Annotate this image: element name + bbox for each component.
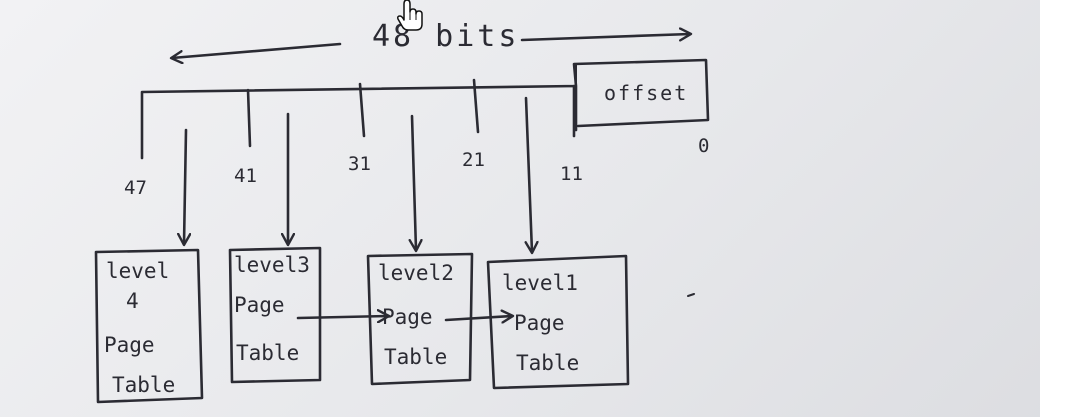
level3-page-table: level3 Page Table	[228, 246, 322, 384]
level3-line-3: Table	[236, 341, 299, 365]
level4-line-2: 4	[126, 289, 139, 313]
level1-line-3: Table	[516, 351, 579, 375]
width-label: 48 bits	[372, 19, 519, 54]
arrow-level2-to-level1	[444, 316, 512, 320]
width-arrow-right	[520, 34, 690, 40]
offset-label: offset	[604, 81, 688, 105]
bit-label-41: 41	[234, 165, 257, 187]
stray-mark	[687, 293, 695, 297]
bit-label-21: 21	[462, 149, 485, 171]
level1-line-1: level1	[502, 271, 578, 295]
level1-line-2: Page	[514, 311, 565, 335]
level2-line-3: Table	[384, 345, 447, 369]
level1-page-table: level1 Page Table	[486, 254, 630, 390]
level4-box	[94, 248, 204, 404]
level4-line-4: Table	[112, 373, 175, 397]
arrow-to-level2	[412, 114, 416, 250]
level3-line-2: Page	[234, 293, 285, 317]
register-outline	[140, 58, 710, 160]
index-arrows	[184, 96, 532, 252]
level4-line-1: level	[106, 259, 169, 283]
level2-line-1: level2	[378, 261, 454, 285]
arrow-to-level4	[184, 128, 186, 244]
chain-arrows	[296, 316, 512, 320]
hand-pointer-icon	[397, 0, 423, 31]
width-arrow-left	[172, 42, 342, 58]
arrow-level3-to-level2	[296, 316, 388, 318]
bit-label-31: 31	[348, 153, 371, 175]
bit-labels: 47 41 31 21 11 0	[124, 135, 709, 199]
divider-41	[246, 88, 252, 148]
level3-box	[228, 246, 322, 384]
level3-line-1: level3	[234, 253, 310, 277]
level4-line-3: Page	[104, 333, 155, 357]
level4-page-table: level 4 Page Table	[94, 248, 204, 404]
divider-31	[358, 82, 366, 138]
divider-21	[472, 78, 480, 134]
arrow-to-level1	[526, 96, 532, 252]
level2-line-2: Page	[382, 305, 433, 329]
address-register: offset	[140, 58, 710, 160]
bit-label-0: 0	[698, 135, 709, 157]
width-indicator: 48 bits	[172, 19, 690, 58]
bit-label-11: 11	[560, 163, 583, 185]
level1-box	[486, 254, 630, 390]
bit-label-47: 47	[124, 177, 147, 199]
level2-page-table: level2 Page Table	[366, 252, 474, 386]
level2-box	[366, 252, 474, 386]
board-edge	[1040, 0, 1067, 417]
